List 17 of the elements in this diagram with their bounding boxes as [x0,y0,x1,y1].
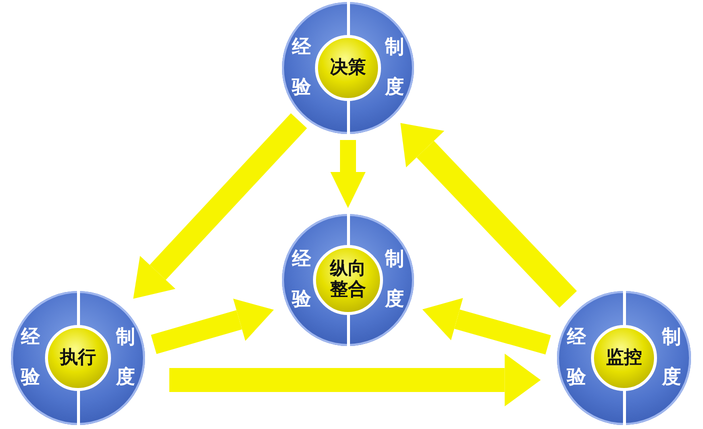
arrow [400,123,577,308]
ring-label: 制度 [662,325,681,390]
ring-label: 经验 [21,325,40,390]
ring-label: 经验 [292,247,311,312]
hub-label: 监控 [606,348,642,368]
ring-label: 制度 [385,247,404,312]
arrow [150,298,274,354]
arrow [330,140,366,208]
hub-label: 纵向整合 [330,259,366,301]
ring-label: 经验 [567,325,586,390]
ring-label: 制度 [116,325,135,390]
hub-label: 决策 [330,58,366,78]
ring-label: 制度 [385,35,404,100]
arrow [133,113,307,299]
hub-label: 执行 [60,348,96,368]
ring-label: 经验 [292,35,311,100]
arrow [169,354,541,406]
